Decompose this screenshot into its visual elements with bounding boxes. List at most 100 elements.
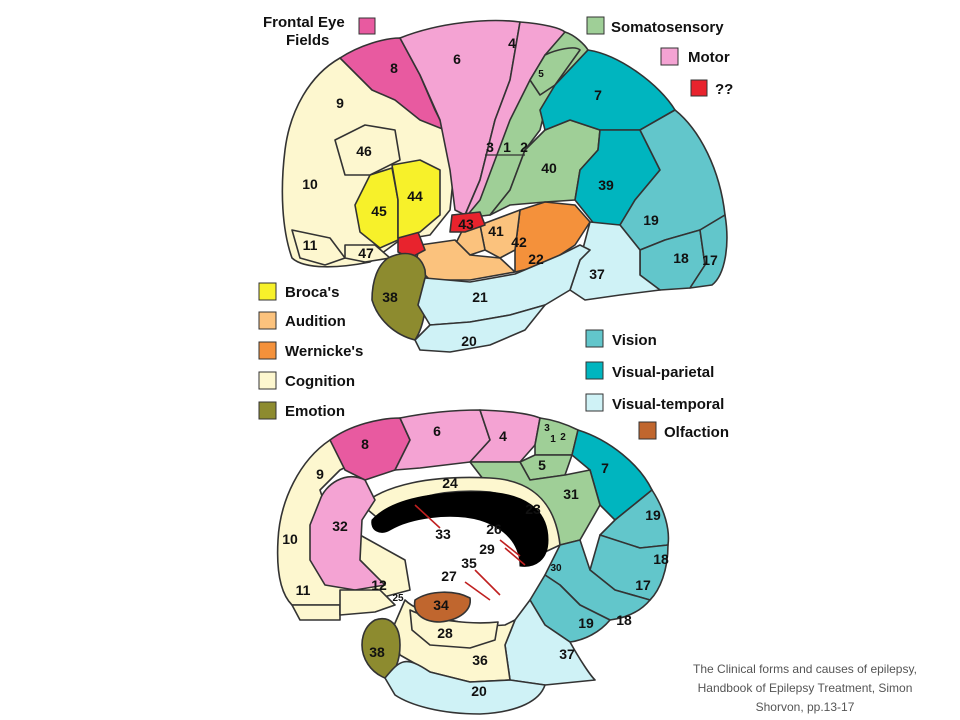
lat-label-39: 39	[598, 177, 614, 193]
m-area-34-region	[413, 591, 471, 623]
legend-label-visual-parietal: Visual-parietal	[612, 364, 714, 381]
medial-brain-view: 8 6 4 3 1 2 9 5 7 24 31 23 19 10 32 33 2…	[276, 409, 670, 715]
area-47-region	[344, 244, 391, 263]
legend-swatch-wernickes	[258, 341, 277, 360]
area-19-region	[619, 109, 726, 251]
lat-label-22: 22	[528, 251, 544, 267]
legend-label-brocas: Broca's	[285, 284, 339, 301]
lat-label-4: 4	[508, 35, 516, 51]
medial-pointer-lines	[414, 504, 526, 601]
med-label-27: 27	[441, 568, 457, 584]
legend-swatch-brocas	[258, 282, 277, 301]
legend-left: Broca's Audition Wernicke's Cognition Em…	[258, 282, 363, 420]
legend-label-visual-temporal: Visual-temporal	[612, 396, 724, 413]
legend-label-emotion: Emotion	[285, 403, 345, 420]
med-label-25: 25	[392, 593, 404, 604]
m-area-11-region	[291, 604, 341, 621]
legend-swatch-visual-parietal	[585, 361, 604, 380]
lateral-brain-view: 8 6 4 5 7 9 46 3 1 2 40 39 10 45 44 43 4…	[281, 19, 728, 353]
m-area-32-region	[309, 475, 386, 591]
lat-label-3: 3	[486, 139, 494, 155]
med-label-35: 35	[461, 555, 477, 571]
med-label-24: 24	[442, 475, 458, 491]
m-area-12-region	[339, 589, 396, 616]
lat-label-6: 6	[453, 51, 461, 67]
med-label-26: 26	[486, 521, 502, 537]
med-label-1: 1	[550, 434, 556, 445]
lat-label-38: 38	[382, 289, 398, 305]
area-8-region	[339, 37, 446, 131]
lat-label-18: 18	[673, 250, 689, 266]
area-43-region	[449, 211, 486, 233]
lat-label-42: 42	[511, 234, 527, 250]
m-ventricle-area	[395, 527, 513, 598]
med-label-7: 7	[601, 460, 609, 476]
med-label-5: 5	[538, 457, 546, 473]
lat-label-10: 10	[302, 176, 318, 192]
lat-label-40: 40	[541, 160, 557, 176]
m-corpus-callosum	[371, 491, 549, 567]
legend-label-frontal-eye: Frontal Eye	[263, 14, 345, 31]
area-46-region	[334, 124, 401, 176]
area-22-region	[514, 201, 591, 273]
med-label-3: 3	[544, 423, 550, 434]
legend-item-unknown: ??	[690, 79, 733, 98]
lat-label-9: 9	[336, 95, 344, 111]
lat-label-17: 17	[702, 252, 718, 268]
med-label-10: 10	[282, 531, 298, 547]
legend-right: Vision Visual-parietal Visual-temporal O…	[585, 329, 729, 441]
med-label-19-lower: 19	[578, 615, 594, 631]
med-label-9: 9	[316, 466, 324, 482]
lat-label-45: 45	[371, 203, 387, 219]
lat-label-5: 5	[538, 69, 544, 80]
med-label-4: 4	[499, 428, 507, 444]
med-label-34: 34	[433, 597, 449, 613]
legend-swatch-visual-temporal	[585, 393, 604, 412]
caption-line-2: Handbook of Epilepsy Treatment, Simon	[697, 681, 913, 695]
med-label-17: 17	[635, 577, 651, 593]
lat-label-37: 37	[589, 266, 605, 282]
lat-label-1: 1	[503, 139, 511, 155]
legend-label-olfaction: Olfaction	[664, 424, 729, 441]
med-label-37: 37	[559, 646, 575, 662]
lat-label-44: 44	[407, 188, 423, 204]
legend-swatch-cognition	[258, 371, 277, 390]
legend-top: Frontal Eye Fields Somatosensory Motor ?…	[263, 14, 733, 98]
med-label-2: 2	[560, 432, 566, 443]
legend-label-wernickes: Wernicke's	[285, 343, 363, 360]
medial-area-labels: 8 6 4 3 1 2 9 5 7 24 31 23 19 10 32 33 2…	[282, 423, 669, 699]
lat-label-19: 19	[643, 212, 659, 228]
med-label-32: 32	[332, 518, 348, 534]
m-area-6-region	[394, 409, 491, 471]
m-area-9-10-region	[276, 439, 411, 606]
area-7-region	[539, 49, 676, 131]
legend-swatch-olfaction	[638, 421, 657, 440]
med-label-29: 29	[479, 541, 495, 557]
legend-swatch-somatosensory	[586, 16, 605, 35]
caption-line-1: The Clinical forms and causes of epileps…	[693, 662, 917, 676]
med-label-11: 11	[296, 582, 311, 598]
med-label-6: 6	[433, 423, 441, 439]
lat-label-2: 2	[520, 139, 528, 155]
legend-item-somatosensory: Somatosensory	[586, 16, 724, 36]
area-5-region	[529, 47, 581, 96]
med-label-20: 20	[471, 683, 487, 699]
area-38-region	[371, 252, 427, 341]
med-label-31: 31	[563, 486, 579, 502]
legend-label-somatosensory: Somatosensory	[611, 19, 724, 36]
med-label-28: 28	[437, 625, 453, 641]
area-17-region	[689, 214, 728, 289]
lat-label-11: 11	[303, 237, 318, 253]
lat-label-21: 21	[472, 289, 488, 305]
lat-label-20: 20	[461, 333, 477, 349]
legend-swatch-audition	[258, 311, 277, 330]
legend-item-motor: Motor	[660, 47, 730, 66]
med-label-8: 8	[361, 436, 369, 452]
legend-swatch-vision	[585, 329, 604, 348]
legend-label-unknown: ??	[715, 81, 733, 98]
legend-label-vision: Vision	[612, 332, 657, 349]
legend-swatch-unknown	[690, 79, 708, 97]
legend-swatch-frontal-eye-fields	[358, 17, 376, 35]
lat-label-47: 47	[358, 245, 374, 261]
m-area-8-region	[329, 417, 411, 481]
